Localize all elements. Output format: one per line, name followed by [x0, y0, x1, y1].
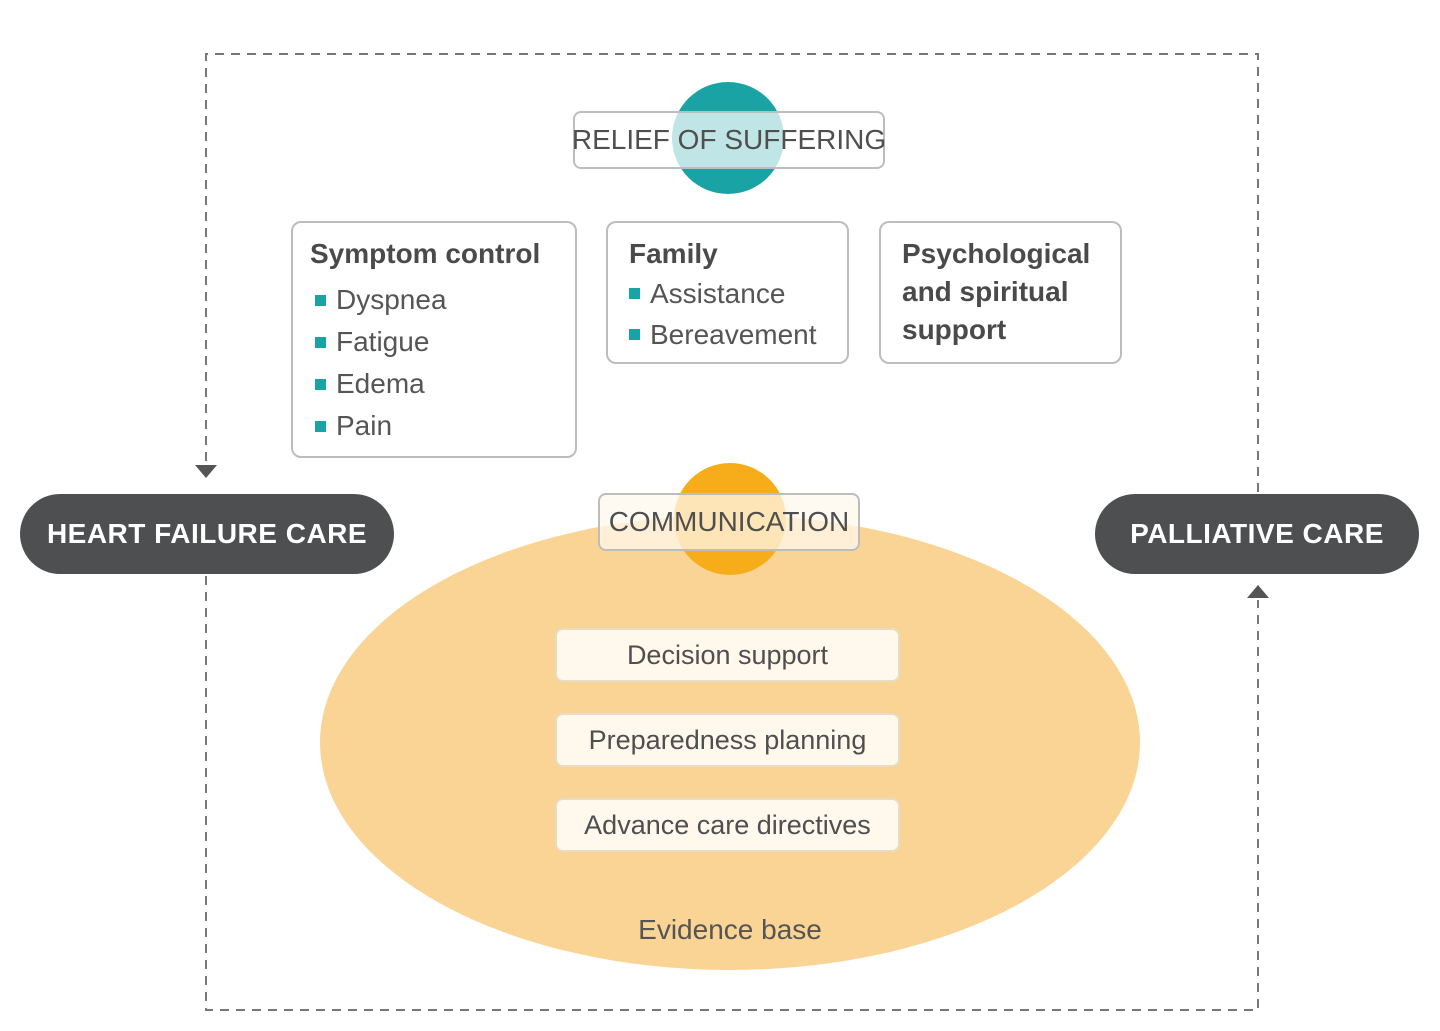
symptom-list: Dyspnea Fatigue Edema Pain — [310, 279, 575, 447]
family-item-label: Assistance — [650, 277, 786, 309]
list-item: Pain — [310, 405, 575, 447]
symptom-item-label: Edema — [336, 368, 425, 399]
family-box: Family Assistance Bereavement — [606, 221, 849, 364]
bullet-icon — [629, 329, 640, 340]
list-item: Bereavement — [629, 314, 847, 355]
arrowhead-up — [1247, 585, 1269, 598]
loop-top-path — [205, 53, 1259, 492]
family-item-label: Bereavement — [650, 318, 817, 350]
loop-bottom-path — [205, 576, 1259, 1011]
family-title: Family — [629, 238, 718, 269]
list-item: Edema — [310, 363, 575, 405]
preparedness-planning-box: Preparedness planning — [555, 713, 900, 767]
communication-label: COMMUNICATION — [598, 493, 860, 551]
symptom-item-label: Dyspnea — [336, 284, 447, 315]
list-item: Dyspnea — [310, 279, 575, 321]
family-list: Assistance Bereavement — [629, 273, 847, 355]
list-item: Assistance — [629, 273, 847, 314]
bullet-icon — [315, 420, 326, 432]
symptom-item-label: Pain — [336, 410, 393, 441]
bullet-icon — [315, 336, 326, 348]
decision-support-box: Decision support — [555, 628, 900, 682]
advance-care-directives-box: Advance care directives — [555, 798, 900, 852]
bullet-icon — [315, 294, 326, 306]
psych-title-line: Psychological — [902, 238, 1091, 269]
evidence-base-label: Evidence base — [638, 914, 822, 945]
psych-title-line: support — [902, 314, 1007, 345]
list-item: Fatigue — [310, 321, 575, 363]
symptom-item-label: Fatigue — [336, 326, 430, 357]
bullet-icon — [629, 288, 640, 299]
heart-failure-care-pill: HEART FAILURE CARE — [20, 494, 394, 574]
psych-title-line: and spiritual — [902, 276, 1069, 307]
relief-of-suffering-label: RELIEF OF SUFFERING — [572, 111, 886, 169]
psychological-support-box: Psychological and spiritual support — [879, 221, 1122, 364]
symptom-control-title: Symptom control — [310, 238, 541, 269]
palliative-care-pill: PALLIATIVE CARE — [1095, 494, 1419, 574]
bullet-icon — [315, 378, 326, 390]
arrowhead-down — [195, 465, 217, 478]
symptom-control-box: Symptom control Dyspnea Fatigue Edema Pa… — [291, 221, 577, 458]
